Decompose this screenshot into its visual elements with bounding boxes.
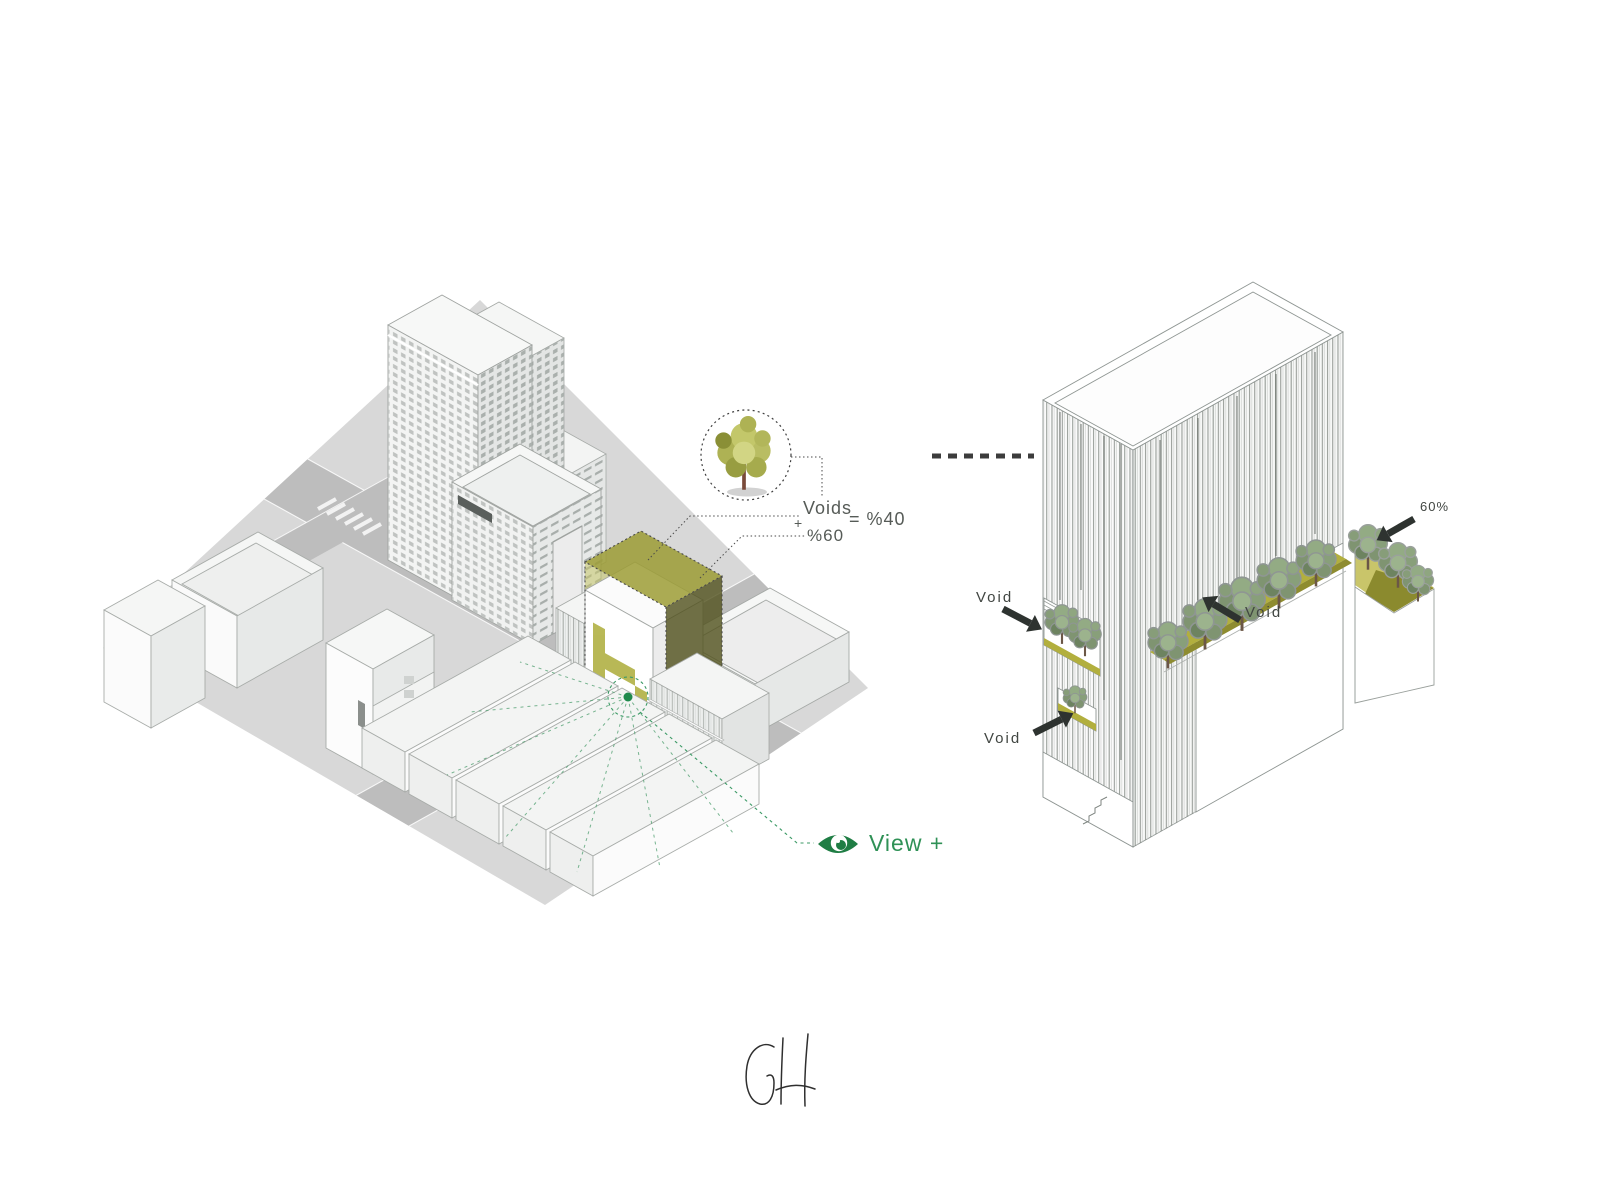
voids-annotation-result: = %40 xyxy=(849,509,906,529)
arrow-void-right xyxy=(1202,595,1242,624)
near-block-buildings xyxy=(103,531,760,897)
arrow-sixty-percent xyxy=(1376,515,1416,543)
balcony-void xyxy=(1043,597,1103,677)
annotation-leaders xyxy=(647,456,823,579)
rowhouse-strip xyxy=(361,635,760,897)
sixty-percent-label: 60% xyxy=(1420,499,1450,514)
voids-annotation-term: Voids xyxy=(803,498,853,518)
voids-annotation-plus: + xyxy=(794,515,804,531)
void-label-lower-left: Void xyxy=(984,730,1022,747)
view-plus-label: View + xyxy=(869,830,945,856)
small-planter-void xyxy=(1057,684,1097,732)
terrace-planter-band xyxy=(1146,538,1352,673)
left-scene xyxy=(103,294,868,905)
void-label-upper-left: Void xyxy=(976,589,1014,606)
void-label-right: Void xyxy=(1245,604,1283,621)
side-terrace-block xyxy=(1347,523,1435,704)
arrow-void-upper-left xyxy=(1001,605,1042,632)
arrow-void-lower-left xyxy=(1032,710,1074,737)
louvered-building xyxy=(1042,281,1352,848)
void-arrows xyxy=(1001,515,1416,737)
eye-icon xyxy=(818,834,858,853)
zebra-crossing xyxy=(317,497,382,536)
gh-signature-drawing xyxy=(745,1033,816,1107)
viewpoint-marker xyxy=(446,661,814,873)
tree-legend xyxy=(700,409,792,501)
voids-annotation-percent60: %60 xyxy=(807,526,845,545)
right-scene xyxy=(932,281,1435,848)
